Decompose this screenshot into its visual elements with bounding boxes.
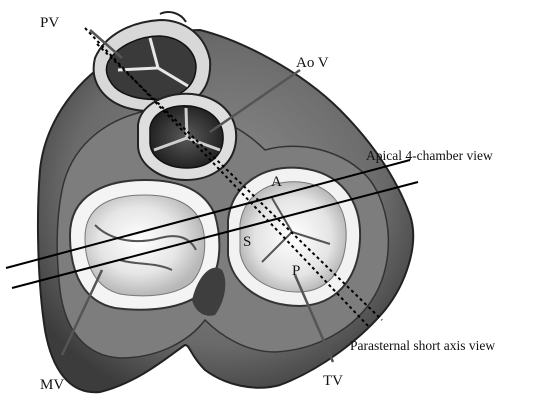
label-aov: Ao V: [296, 55, 329, 71]
label-tv: TV: [323, 373, 343, 389]
label-pv: PV: [40, 15, 59, 31]
label-leaflet-a: A: [271, 174, 282, 190]
aortic-valve: [138, 94, 236, 180]
label-leaflet-p: P: [292, 263, 300, 279]
label-apical-view: Apical 4-chamber view: [366, 148, 493, 163]
label-mv: MV: [40, 377, 64, 393]
label-parasternal-view: Parasternal short axis view: [350, 338, 495, 353]
label-leaflet-s: S: [243, 234, 251, 250]
